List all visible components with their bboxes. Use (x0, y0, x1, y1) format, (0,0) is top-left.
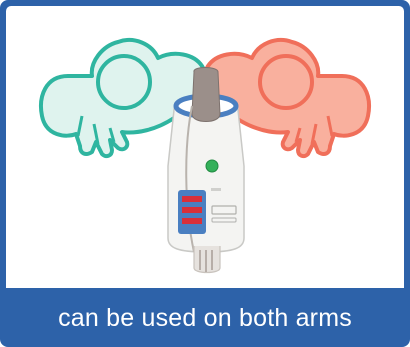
illustration (6, 6, 404, 288)
caption: can be used on both arms (0, 290, 410, 347)
illustration-panel (6, 6, 404, 288)
